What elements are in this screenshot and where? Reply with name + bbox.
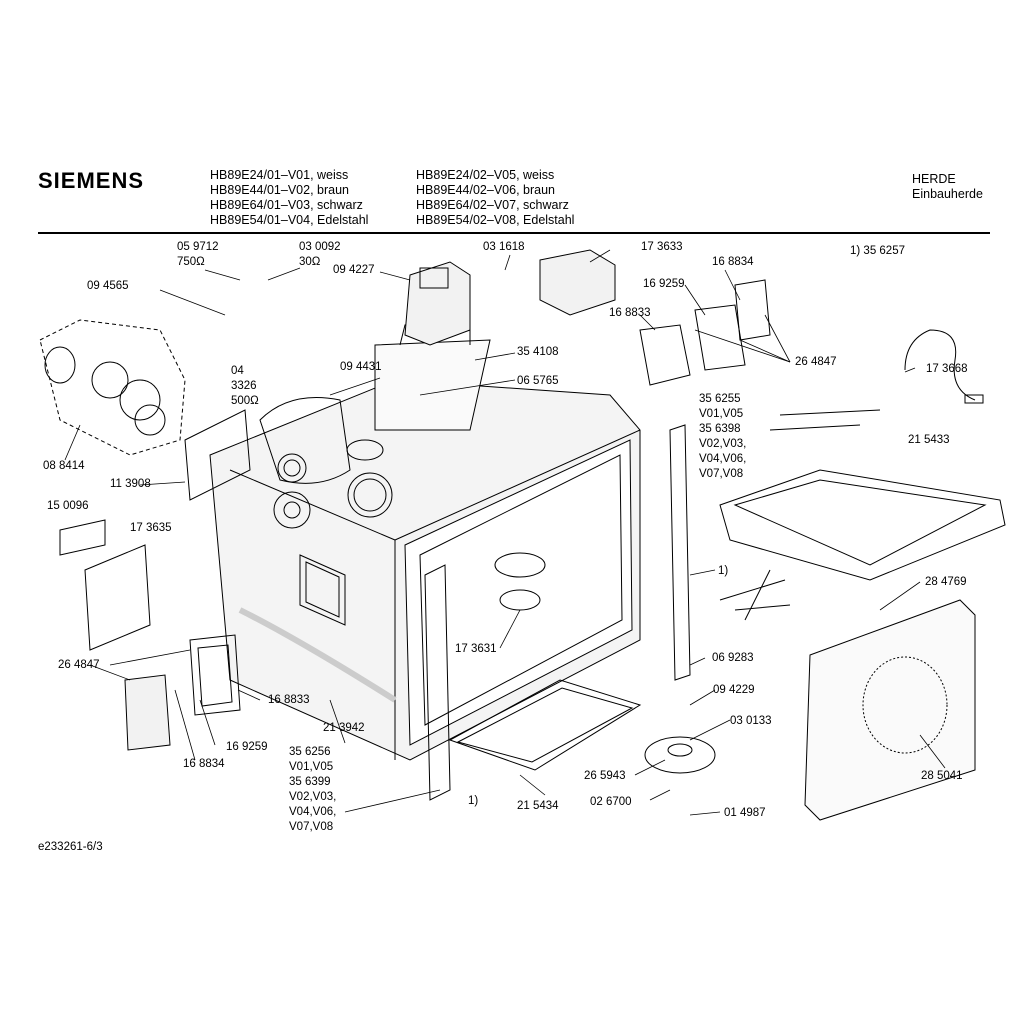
part-label: 35 6399 bbox=[289, 776, 331, 788]
part-label: 28 5041 bbox=[921, 770, 963, 782]
model-line: HB89E64/02–V07, schwarz bbox=[416, 198, 569, 212]
part-label: 16 9259 bbox=[643, 278, 685, 290]
part-label: 17 3631 bbox=[455, 643, 497, 655]
model-line: HB89E44/02–V06, braun bbox=[416, 183, 555, 197]
sensor-cable bbox=[904, 329, 984, 404]
part-label: 1) bbox=[718, 565, 729, 577]
part-label: 30Ω bbox=[299, 256, 321, 268]
category-label: HERDE Einbauherde bbox=[912, 172, 983, 202]
bottom-heater bbox=[448, 679, 642, 771]
part-label: 28 4769 bbox=[925, 576, 967, 588]
rear-cover bbox=[804, 599, 976, 821]
part-label: 16 8834 bbox=[183, 758, 225, 770]
category-line: HERDE bbox=[912, 172, 956, 186]
part-label: 26 5943 bbox=[584, 770, 626, 782]
grill-element bbox=[719, 409, 1006, 581]
part-label: 21 3942 bbox=[323, 722, 365, 734]
part-label: 16 9259 bbox=[226, 741, 268, 753]
lamp-right bbox=[639, 279, 771, 386]
model-line: HB89E24/02–V05, weiss bbox=[416, 168, 555, 182]
part-label: 09 4227 bbox=[333, 264, 375, 276]
part-label: 16 8833 bbox=[609, 307, 651, 319]
lamp-left bbox=[124, 634, 241, 751]
side-panel bbox=[59, 409, 251, 651]
part-label: 17 3635 bbox=[130, 522, 172, 534]
part-label: 35 6398 bbox=[699, 423, 741, 435]
model-line: HB89E44/01–V02, braun bbox=[210, 183, 349, 197]
part-label: 35 4108 bbox=[517, 346, 559, 358]
model-line: HB89E54/02–V08, Edelstahl bbox=[416, 213, 575, 227]
duct-plates bbox=[259, 319, 491, 529]
part-label: 03 1618 bbox=[483, 241, 525, 253]
part-label: 01 4987 bbox=[724, 807, 766, 819]
oven-cavity bbox=[209, 379, 641, 761]
part-label: 09 4229 bbox=[713, 684, 755, 696]
part-label: V02,V03, bbox=[289, 791, 337, 803]
part-label: V07,V08 bbox=[699, 468, 744, 480]
part-label: 17 3668 bbox=[926, 363, 968, 375]
model-list-left: HB89E24/01–V01, weiss HB89E44/01–V02, br… bbox=[210, 168, 368, 228]
drawing-id: e233261-6/3 bbox=[38, 841, 103, 853]
part-label: 35 6256 bbox=[289, 746, 331, 758]
part-label: 16 8833 bbox=[268, 694, 310, 706]
part-label: V01,V05 bbox=[699, 408, 744, 420]
part-label: 09 4565 bbox=[87, 280, 129, 292]
part-label: V02,V03, bbox=[699, 438, 747, 450]
part-label: 500Ω bbox=[231, 395, 259, 407]
model-line: HB89E64/01–V03, schwarz bbox=[210, 198, 363, 212]
part-label: 15 0096 bbox=[47, 500, 89, 512]
part-label: V04,V06, bbox=[699, 453, 747, 465]
part-label: 06 9283 bbox=[712, 652, 754, 664]
part-label: 26 4847 bbox=[58, 659, 100, 671]
part-label: 04 bbox=[231, 365, 244, 377]
part-label: 35 6255 bbox=[699, 393, 741, 405]
part-label: 16 8834 bbox=[712, 256, 754, 268]
model-line: HB89E24/01–V01, weiss bbox=[210, 168, 349, 182]
fan-motor bbox=[39, 319, 186, 456]
part-label: 21 5434 bbox=[517, 800, 559, 812]
part-label: V07,V08 bbox=[289, 821, 334, 833]
model-list-right: HB89E24/02–V05, weiss HB89E44/02–V06, br… bbox=[416, 168, 574, 228]
part-label: 1) bbox=[468, 795, 479, 807]
part-label: V04,V06, bbox=[289, 806, 337, 818]
part-label: 02 6700 bbox=[590, 796, 632, 808]
part-label: 21 5433 bbox=[908, 434, 950, 446]
part-label: 06 5765 bbox=[517, 375, 559, 387]
brand-logo: SIEMENS bbox=[38, 168, 145, 193]
transformer bbox=[404, 249, 616, 346]
part-label: 05 9712 bbox=[177, 241, 219, 253]
leader-lines bbox=[64, 249, 946, 816]
ring-heater bbox=[494, 552, 791, 774]
part-label: 26 4847 bbox=[795, 356, 837, 368]
part-label: 03 0092 bbox=[299, 241, 341, 253]
part-label: 09 4431 bbox=[340, 361, 382, 373]
header-rule bbox=[38, 232, 990, 234]
part-label: 3326 bbox=[231, 380, 257, 392]
part-label: 750Ω bbox=[177, 256, 205, 268]
note-label: 1) 35 6257 bbox=[850, 245, 905, 257]
part-label: 03 0133 bbox=[730, 715, 772, 727]
part-label: 17 3633 bbox=[641, 241, 683, 253]
part-label: 11 3908 bbox=[110, 478, 151, 490]
door-seals bbox=[424, 424, 691, 801]
part-label: 08 8414 bbox=[43, 460, 85, 472]
part-label: V01,V05 bbox=[289, 761, 334, 773]
model-line: HB89E54/01–V04, Edelstahl bbox=[210, 213, 369, 227]
category-line: Einbauherde bbox=[912, 187, 983, 201]
